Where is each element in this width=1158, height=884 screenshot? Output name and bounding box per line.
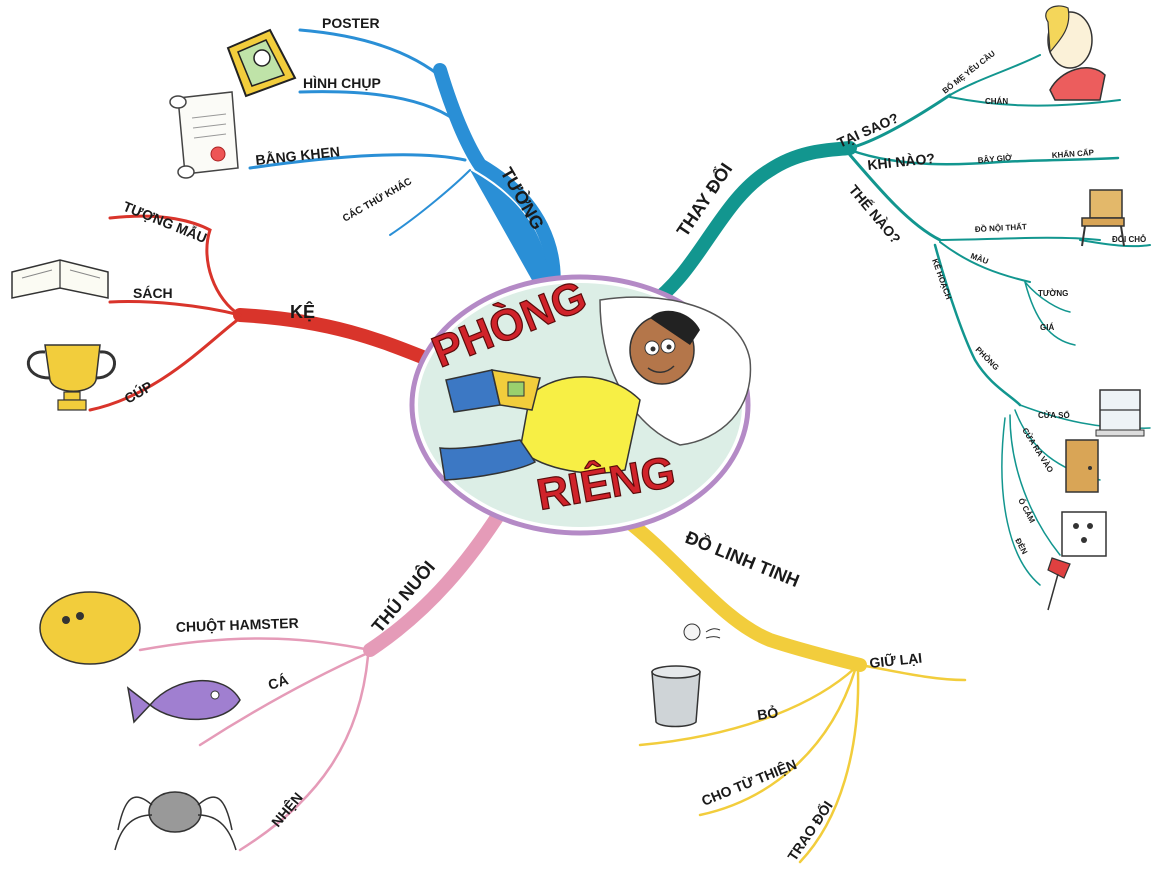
change-color-wall: TƯỜNG — [1038, 289, 1068, 298]
branch-change: THAY ĐỔI TẠI SAO? BỐ MẸ YÊU CẦU CHÁN KHI… — [643, 5, 1151, 611]
window-icon — [1095, 389, 1145, 437]
change-when-now: BÂY GIỜ — [977, 153, 1012, 165]
socket-icon — [1061, 511, 1107, 557]
poster-icon — [226, 28, 297, 98]
branch-stuff: ĐỒ LINH TINH GIỮ LẠI BỎ CHO TỪ THIỆN TRA… — [613, 508, 967, 864]
wall-item-certificate: BẰNG KHEN — [255, 142, 341, 168]
branch-pets: THÚ NUÔI CHUỘT HAMSTER CÁ NHỆN — [39, 498, 512, 852]
center-node: PHÒNG RIÊNG — [409, 270, 752, 536]
wall-item-photo: HÌNH CHỤP — [303, 75, 381, 91]
change-when-label: KHI NÀO? — [867, 150, 936, 173]
wall-item-poster: POSTER — [322, 15, 380, 31]
change-plan-lamp: ĐÈN — [1013, 537, 1029, 556]
stuff-item-trade: TRAO ĐỔI — [783, 797, 835, 863]
shelf-item-books: SÁCH — [133, 285, 173, 301]
change-plan-door: CỬA RA VÀO — [1020, 426, 1055, 474]
lamp-icon — [1047, 557, 1071, 611]
trash-bin-icon — [651, 623, 721, 728]
trophy-icon — [26, 344, 116, 411]
change-why-bored: CHÁN — [985, 97, 1008, 106]
stuff-item-discard: BỎ — [756, 703, 779, 723]
change-color-shelf: GIÁ — [1040, 323, 1054, 332]
change-how-label: THẾ NÀO? — [846, 182, 904, 247]
stuff-item-charity: CHO TỪ THIỆN — [699, 755, 799, 809]
branch-wall: TƯỜNG POSTER HÌNH CHỤP BẰNG KHEN CÁC THỨ… — [169, 15, 561, 307]
change-how-swap: ĐỔI CHỖ — [1112, 235, 1146, 244]
door-icon — [1065, 439, 1099, 493]
change-plan-window: CỬA SỔ — [1038, 411, 1070, 420]
chair-icon — [1081, 189, 1125, 247]
hamster-icon — [39, 591, 141, 665]
certificate-icon — [169, 91, 239, 179]
stuff-item-keep: GIỮ LẠI — [869, 649, 923, 671]
boy-illustration — [439, 310, 700, 481]
wall-item-other: CÁC THỨ KHÁC — [340, 174, 414, 224]
change-plan-room: PHÒNG — [974, 345, 1001, 372]
shelf-item-trophy: CÚP — [121, 377, 155, 407]
pets-item-hamster: CHUỘT HAMSTER — [176, 614, 299, 635]
pets-item-spider: NHỆN — [267, 789, 306, 830]
change-plan-label: KẾ HOẠCH — [930, 257, 954, 301]
branch-shelf: KỆ TƯỢNG MẪU SÁCH CÚP — [11, 198, 437, 412]
spider-icon — [114, 791, 237, 851]
change-why-parents: BỐ MẸ YÊU CẦU — [940, 48, 997, 96]
shelf-item-figurine: TƯỢNG MẪU — [121, 198, 209, 246]
change-color-label: MÀU — [969, 251, 989, 266]
fish-icon — [126, 679, 241, 724]
change-plan-socket: Ổ CẮM — [1016, 497, 1037, 525]
parent-icon — [1045, 5, 1106, 101]
pets-item-fish: CÁ — [266, 671, 290, 692]
change-how-furniture: ĐỒ NỘI THẤT — [975, 221, 1028, 234]
branch-change-title: THAY ĐỔI — [672, 159, 736, 240]
change-when-urgent: KHẨN CẤP — [1051, 147, 1094, 160]
book-icon — [11, 259, 109, 299]
branch-shelf-title: KỆ — [290, 301, 315, 322]
